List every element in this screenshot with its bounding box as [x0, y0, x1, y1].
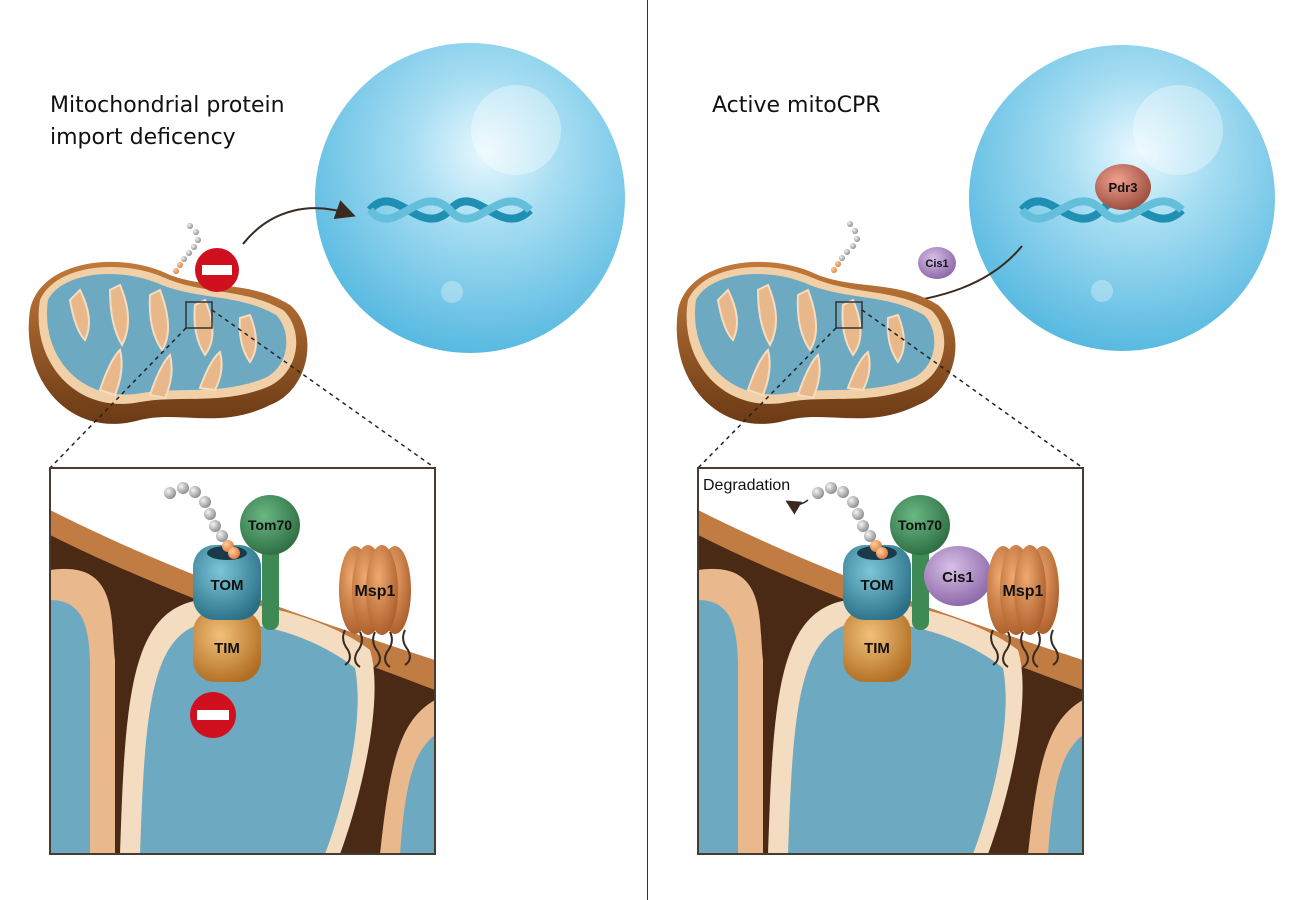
tom70-label: Tom70	[248, 517, 292, 533]
zoom-line-right-r	[861, 309, 1084, 469]
tom70-receptor: Tom70	[240, 495, 300, 630]
tom-label-right: TOM	[860, 577, 893, 594]
msp1-label: Msp1	[355, 583, 396, 600]
degradation-label: Degradation	[703, 477, 790, 494]
nucleolus-right	[1091, 280, 1113, 302]
zoom-region-box	[185, 301, 213, 329]
peptide-chain-large-right	[812, 482, 888, 559]
zoom-line-right	[211, 309, 436, 469]
nucleus-highlight-right	[1133, 85, 1223, 175]
tom70-receptor-right: Tom70	[890, 495, 950, 630]
degradation-arrow	[785, 499, 809, 515]
peptide-chain-icon	[173, 223, 201, 274]
left-title-line1: Mitochondrial protein	[50, 93, 285, 118]
zoom-line-left-r	[697, 327, 837, 469]
no-entry-icon	[195, 248, 239, 292]
no-entry-icon	[190, 692, 236, 738]
tom-label: TOM	[210, 577, 243, 594]
cis1-label: Cis1	[942, 569, 974, 586]
cis1-small-label: Cis1	[925, 258, 948, 270]
left-title-line2: import deficency	[50, 125, 236, 150]
cis1-small: Cis1	[918, 247, 956, 279]
msp1-label-right: Msp1	[1003, 583, 1044, 600]
tom70-label-right: Tom70	[898, 517, 942, 533]
tim-complex-right: TIM	[843, 610, 911, 682]
cis1-complex: Cis1	[924, 546, 992, 606]
right-panel-title: Active mitoCPR	[712, 93, 881, 118]
tom-complex: TOM	[193, 545, 261, 620]
left-panel-title: Mitochondrial protein import deficency	[50, 90, 285, 154]
dna-helix-icon	[1018, 197, 1185, 223]
mitochondrion-right	[676, 261, 956, 424]
nucleolus	[441, 281, 463, 303]
tim-label-right: TIM	[864, 640, 890, 657]
msp1-complex: Msp1	[339, 545, 411, 668]
zoom-region-box-right	[835, 301, 863, 329]
peptide-chain-icon-right	[831, 221, 860, 273]
zoom-line-left	[49, 327, 187, 469]
zoom-box-right	[697, 467, 1084, 855]
dna-helix-icon	[366, 197, 533, 223]
pdr3-factor: Pdr3	[1095, 164, 1151, 210]
peptide-chain-large	[164, 482, 240, 559]
msp1-complex-right: Msp1	[987, 545, 1059, 668]
zoom-box-left	[49, 467, 436, 855]
tim-complex: TIM	[193, 610, 261, 682]
nucleus-highlight	[471, 85, 561, 175]
signal-arrow	[242, 200, 356, 245]
panel-divider	[647, 0, 648, 900]
tim-label: TIM	[214, 640, 240, 657]
pdr3-label: Pdr3	[1109, 180, 1138, 195]
mitochondrion	[28, 261, 308, 424]
